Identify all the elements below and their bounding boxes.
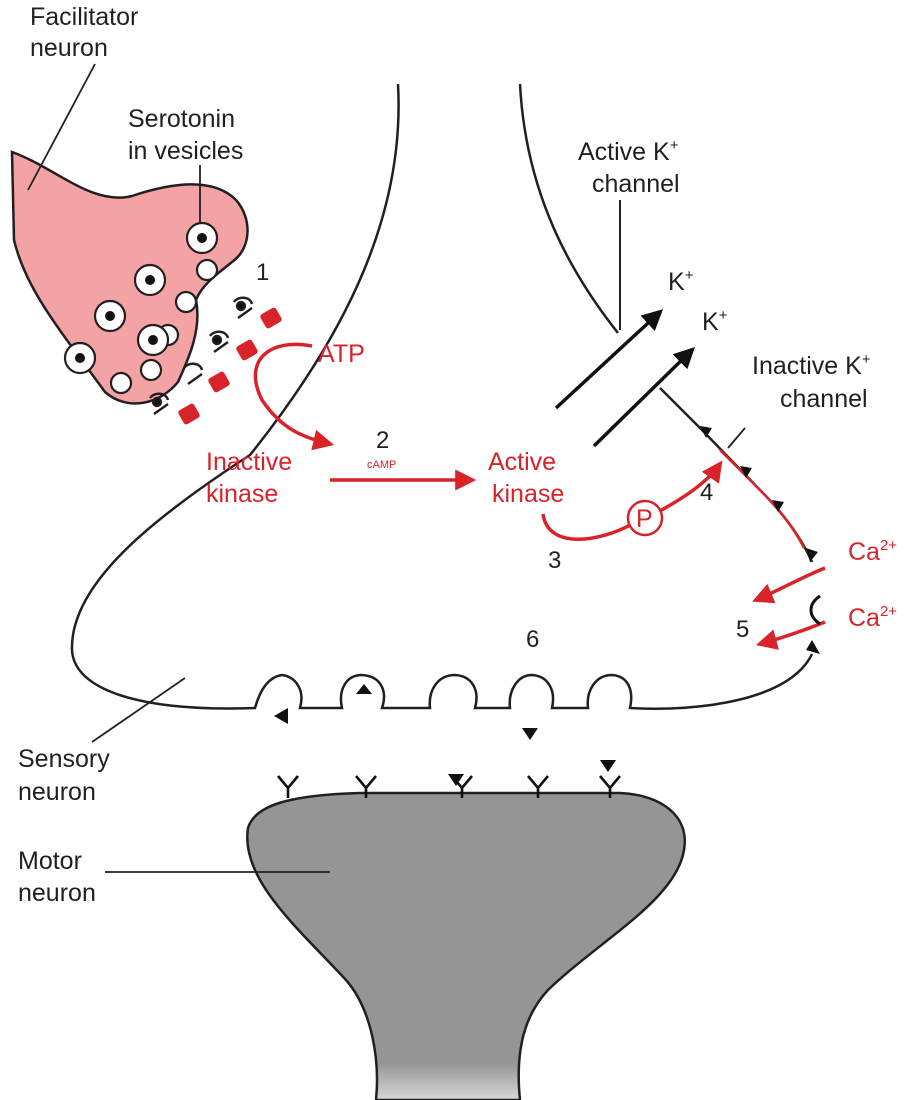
phosphate-label: P — [636, 505, 653, 533]
leader-lines — [27, 63, 746, 873]
inactive-channel-red — [719, 449, 806, 549]
k-ion-1: K+ — [668, 267, 694, 296]
postsynaptic-receptors — [277, 775, 621, 798]
phosphate-circle — [626, 499, 664, 537]
active-k-channel-word: channel — [592, 170, 680, 198]
inactive-k-channel-word: channel — [780, 385, 868, 413]
motor-neuron — [246, 791, 687, 1100]
transmitter-molecules — [274, 684, 616, 786]
cyclase-sites — [178, 307, 282, 425]
sensory-neuron-upper-right — [518, 83, 619, 334]
step-1: 1 — [256, 259, 269, 286]
ca-label-2: Ca2+ — [848, 603, 897, 632]
serotonin-vesicles — [63, 221, 219, 375]
serotonin-receptors — [149, 296, 254, 415]
ca-channel — [809, 594, 821, 626]
step-6: 6 — [526, 626, 539, 653]
inactive-k-label: Inactive K+ — [752, 351, 871, 380]
inactive-channel-membrane — [659, 387, 814, 563]
camp-label: cAMP — [367, 459, 396, 471]
atp-label: ATP — [318, 340, 365, 368]
step-4: 4 — [700, 479, 713, 506]
ca-label-1: Ca2+ — [848, 537, 897, 566]
sensory-neuron-outline — [70, 83, 814, 710]
step-5: 5 — [736, 616, 749, 643]
membrane-markers — [700, 426, 820, 654]
k-efflux-arrows — [554, 309, 696, 448]
facilitator-terminal — [10, 150, 249, 405]
k-ion-2: K+ — [702, 307, 728, 336]
pathway-arrows — [253, 342, 826, 650]
step-2: 2 — [376, 427, 389, 454]
active-k-label: Active K+ — [578, 137, 679, 166]
step-3: 3 — [548, 547, 561, 574]
